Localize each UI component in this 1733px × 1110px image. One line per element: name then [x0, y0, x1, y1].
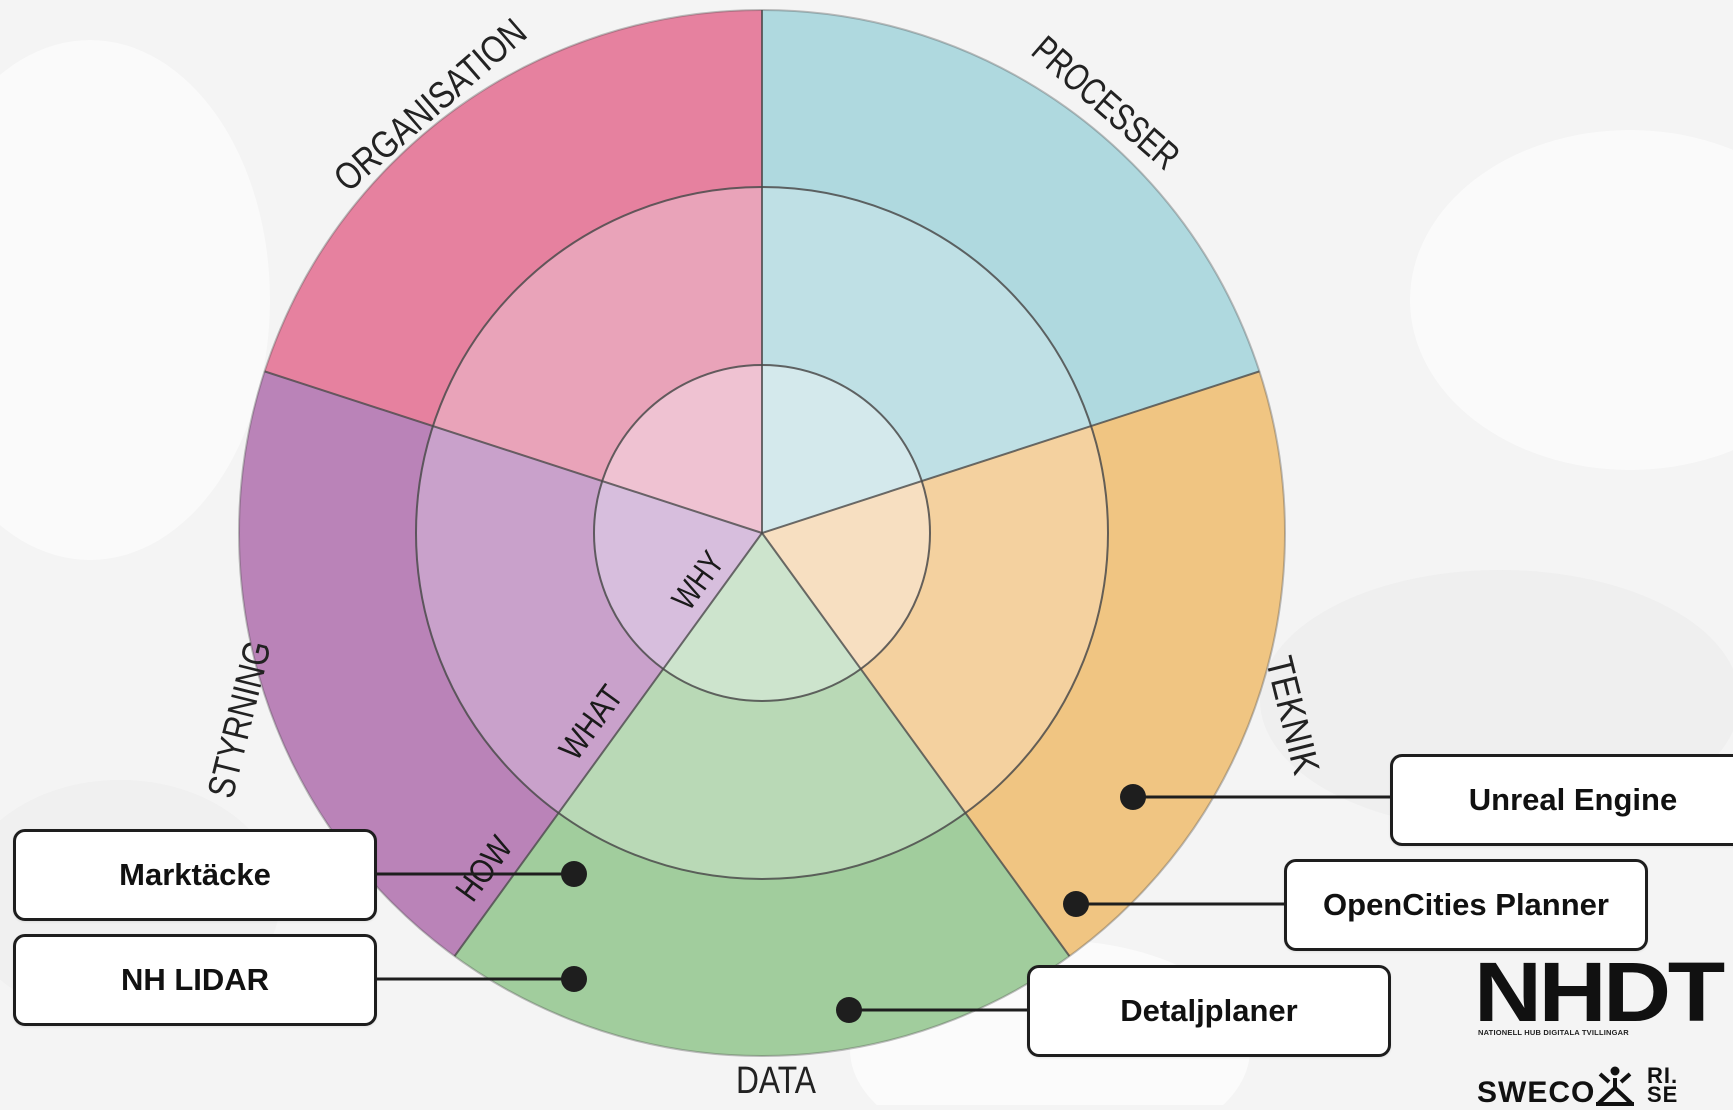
sector-organisation-ring-2 [432, 187, 762, 482]
sector-label-styrning: STYRNING [200, 637, 279, 802]
rise-line-2: SE [1647, 1082, 1679, 1107]
callout-label: Detaljplaner [1120, 993, 1298, 1028]
nhdt-subtitle: NATIONELL HUB DIGITALA TVILLINGAR [1478, 1028, 1629, 1037]
connector-dot-detaljplaner[interactable] [836, 997, 862, 1023]
sector-organisation-ring-3 [264, 10, 762, 427]
callout-label: OpenCities Planner [1323, 887, 1609, 922]
connector-dot-nhlidar[interactable] [561, 966, 587, 992]
sector-styrning-ring-3 [238, 371, 559, 957]
sector-data-ring-3 [454, 812, 1070, 1056]
rise-logo: RI. SE [1647, 1063, 1697, 1107]
callout-label: Marktäcke [119, 857, 271, 892]
callout-unreal-engine[interactable]: Unreal Engine [1390, 754, 1733, 846]
callout-opencities-planner[interactable]: OpenCities Planner [1284, 859, 1648, 951]
sector-teknik-ring-1 [762, 481, 930, 669]
sector-processer-ring-2 [762, 187, 1092, 482]
sector-organisation-ring-1 [602, 365, 762, 533]
sector-label-teknik: TEKNIK [1257, 652, 1327, 779]
connector-dot-marktacke[interactable] [561, 861, 587, 887]
sector-divider-4 [453, 532, 763, 957]
sector-teknik-ring-3 [965, 371, 1285, 957]
connector-dot-opencities[interactable] [1063, 891, 1089, 917]
sector-divider-3 [761, 532, 1071, 957]
sweco-emblem-icon [1596, 1066, 1634, 1106]
nhdt-logo: NHDT [1474, 945, 1725, 1039]
connector-dot-unreal[interactable] [1120, 784, 1146, 810]
sector-data-ring-2 [558, 668, 966, 879]
sector-teknik-ring-2 [860, 426, 1108, 813]
sweco-logo: SWECO [1477, 1076, 1596, 1109]
sector-styrning-ring-1 [594, 481, 762, 669]
sector-processer-ring-3 [762, 10, 1260, 427]
sector-data-ring-1 [663, 533, 861, 702]
callout-nh-lidar[interactable]: NH LIDAR [13, 934, 377, 1026]
sector-label-data: DATA [736, 1060, 817, 1102]
callout-marktacke[interactable]: Marktäcke [13, 829, 377, 921]
callout-label: Unreal Engine [1468, 782, 1678, 817]
sector-processer-ring-1 [762, 365, 922, 533]
callout-label: NH LIDAR [120, 962, 270, 997]
callout-detaljplaner[interactable]: Detaljplaner [1027, 965, 1391, 1057]
rise-line-1: RI. [1647, 1063, 1679, 1088]
sector-styrning-ring-2 [415, 426, 664, 813]
sector-divider-5 [264, 370, 763, 534]
sector-divider-2 [761, 370, 1260, 534]
